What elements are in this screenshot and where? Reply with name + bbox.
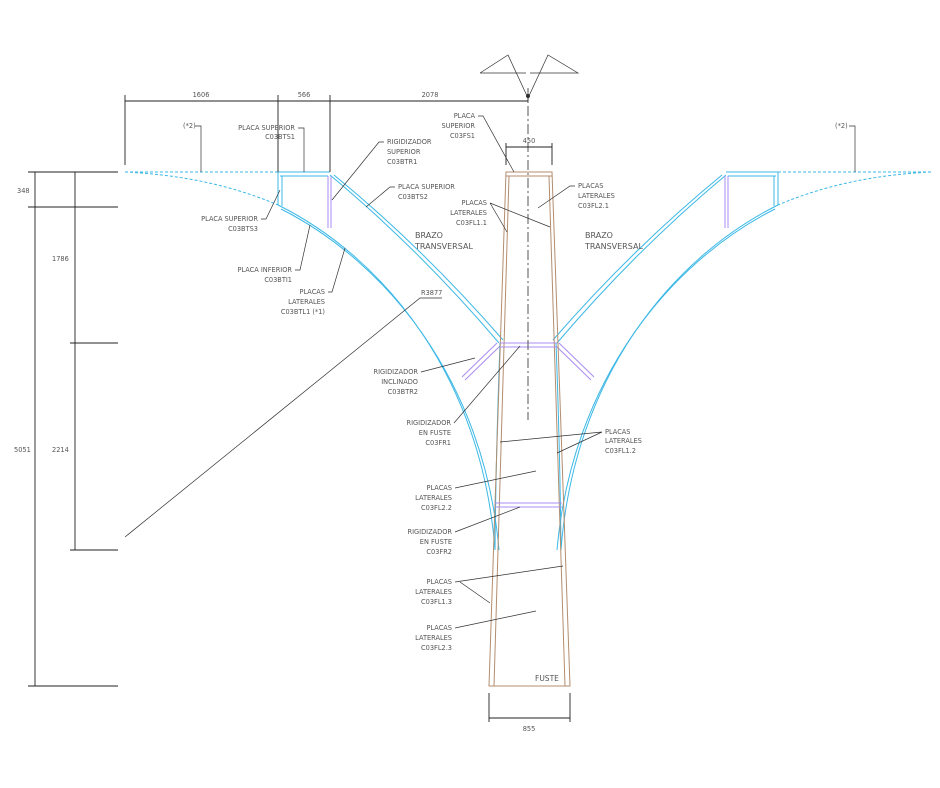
dim-566: 566 xyxy=(298,91,311,99)
dim-450: 450 xyxy=(523,137,536,145)
left-dimensions: 348 1786 2214 5051 xyxy=(14,171,118,687)
dim-855: 855 xyxy=(523,725,536,733)
lightning-rod-symbol xyxy=(479,54,580,99)
fuste-label: FUSTE xyxy=(535,674,559,683)
right-arm xyxy=(552,171,932,551)
dim-1786: 1786 xyxy=(52,255,69,263)
dim-5051: 5051 xyxy=(14,446,31,454)
pole-fuste xyxy=(488,88,571,687)
note2-left: (*2) xyxy=(183,122,196,130)
dim-348: 348 xyxy=(17,187,30,195)
radius-label: R3877 xyxy=(421,289,442,297)
dim-2214: 2214 xyxy=(52,446,69,454)
bottom-dimension: 855 xyxy=(488,693,571,733)
dim-1606: 1606 xyxy=(193,91,210,99)
top-dimensions: 1606 566 2078 450 xyxy=(124,91,553,172)
dim-2078: 2078 xyxy=(422,91,439,99)
note2-right: (*2) xyxy=(835,122,848,130)
